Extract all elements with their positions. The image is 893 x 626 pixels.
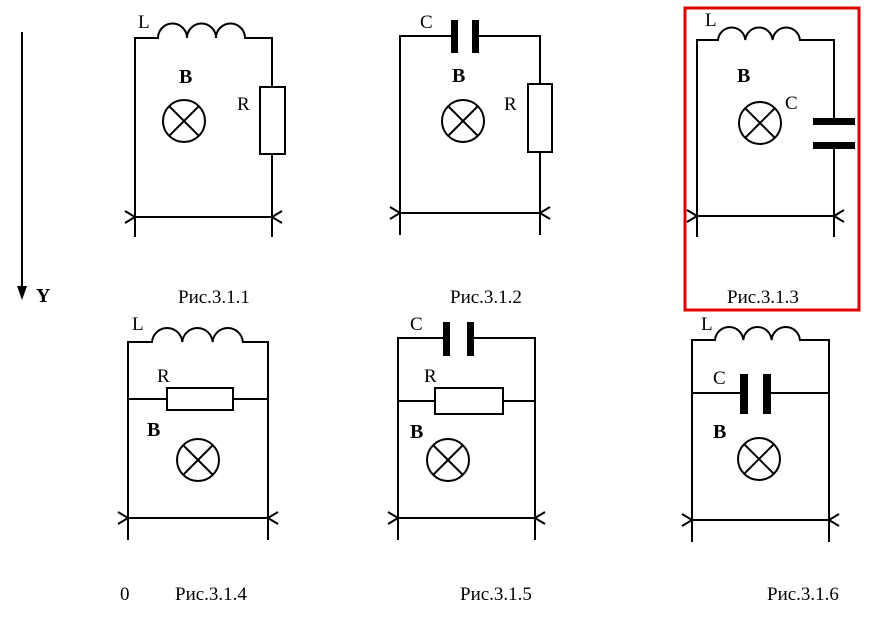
origin-label: 0 — [120, 584, 130, 605]
lamp-label: B — [452, 65, 465, 87]
lamp-label: B — [147, 419, 160, 441]
capacitor-plate — [472, 20, 479, 53]
capacitor-label: C — [410, 314, 423, 335]
lamp-label: B — [737, 65, 750, 87]
resistor-label: R — [424, 366, 437, 387]
circuit-wires — [389, 35, 551, 235]
figure-3-1-6: L C B Рис.3.1.6 — [681, 314, 840, 605]
circuit-wires — [686, 26, 845, 237]
lamp-icon — [426, 438, 470, 482]
capacitor-label: C — [785, 93, 798, 114]
resistor — [527, 83, 553, 153]
inductor-label: L — [132, 314, 144, 335]
figure-3-1-3: L B C Рис.3.1.3 — [683, 6, 861, 312]
resistor-label: R — [504, 94, 517, 115]
capacitor-plate — [467, 322, 474, 356]
resistor-label: R — [157, 366, 170, 387]
inductor-label: L — [701, 314, 713, 335]
y-axis: Y — [17, 32, 51, 307]
figure-3-1-2: C B R Рис.3.1.2 — [389, 12, 553, 308]
inductor-label: L — [705, 10, 717, 31]
capacitor-plate — [813, 118, 855, 125]
figure-caption: Рис.3.1.3 — [727, 287, 799, 308]
circuit-wires — [387, 337, 546, 540]
inductor-label: L — [138, 12, 150, 33]
y-axis-label: Y — [36, 285, 51, 307]
lamp-icon — [441, 99, 485, 143]
figure-caption: Рис.3.1.5 — [460, 584, 532, 605]
resistor — [259, 86, 286, 155]
arrow-down-icon — [17, 286, 27, 300]
lamp-label: B — [179, 66, 192, 88]
capacitor-plate — [451, 20, 458, 53]
figure-3-1-4: L R B 0 Рис.3.1.4 — [117, 314, 279, 605]
lamp-icon — [737, 437, 781, 481]
resistor-label: R — [237, 94, 250, 115]
capacitor-label: C — [713, 368, 726, 389]
figure-caption: Рис.3.1.2 — [450, 287, 522, 308]
lamp-icon — [738, 101, 782, 145]
figure-3-1-1: L B R Рис.3.1.1 — [124, 12, 286, 308]
lamp-label: B — [713, 421, 726, 443]
circuit-wires — [681, 325, 840, 542]
figure-caption: Рис.3.1.1 — [178, 287, 250, 308]
resistor — [166, 387, 234, 411]
capacitor-plate — [443, 322, 450, 356]
capacitor-plate — [813, 142, 855, 149]
circuit-wires — [117, 327, 279, 540]
capacitor-label: C — [420, 12, 433, 33]
lamp-icon — [162, 99, 206, 143]
lamp-icon — [176, 438, 220, 482]
capacitor-plate — [763, 374, 771, 414]
capacitor-plate — [740, 374, 748, 414]
figure-3-1-5: C R B Рис.3.1.5 — [387, 314, 546, 605]
lamp-label: B — [410, 421, 423, 443]
circuit-wires — [124, 22, 283, 237]
highlight-box — [683, 6, 861, 312]
resistor — [434, 387, 504, 415]
figure-caption: Рис.3.1.4 — [175, 584, 247, 605]
figure-caption: Рис.3.1.6 — [767, 584, 839, 605]
